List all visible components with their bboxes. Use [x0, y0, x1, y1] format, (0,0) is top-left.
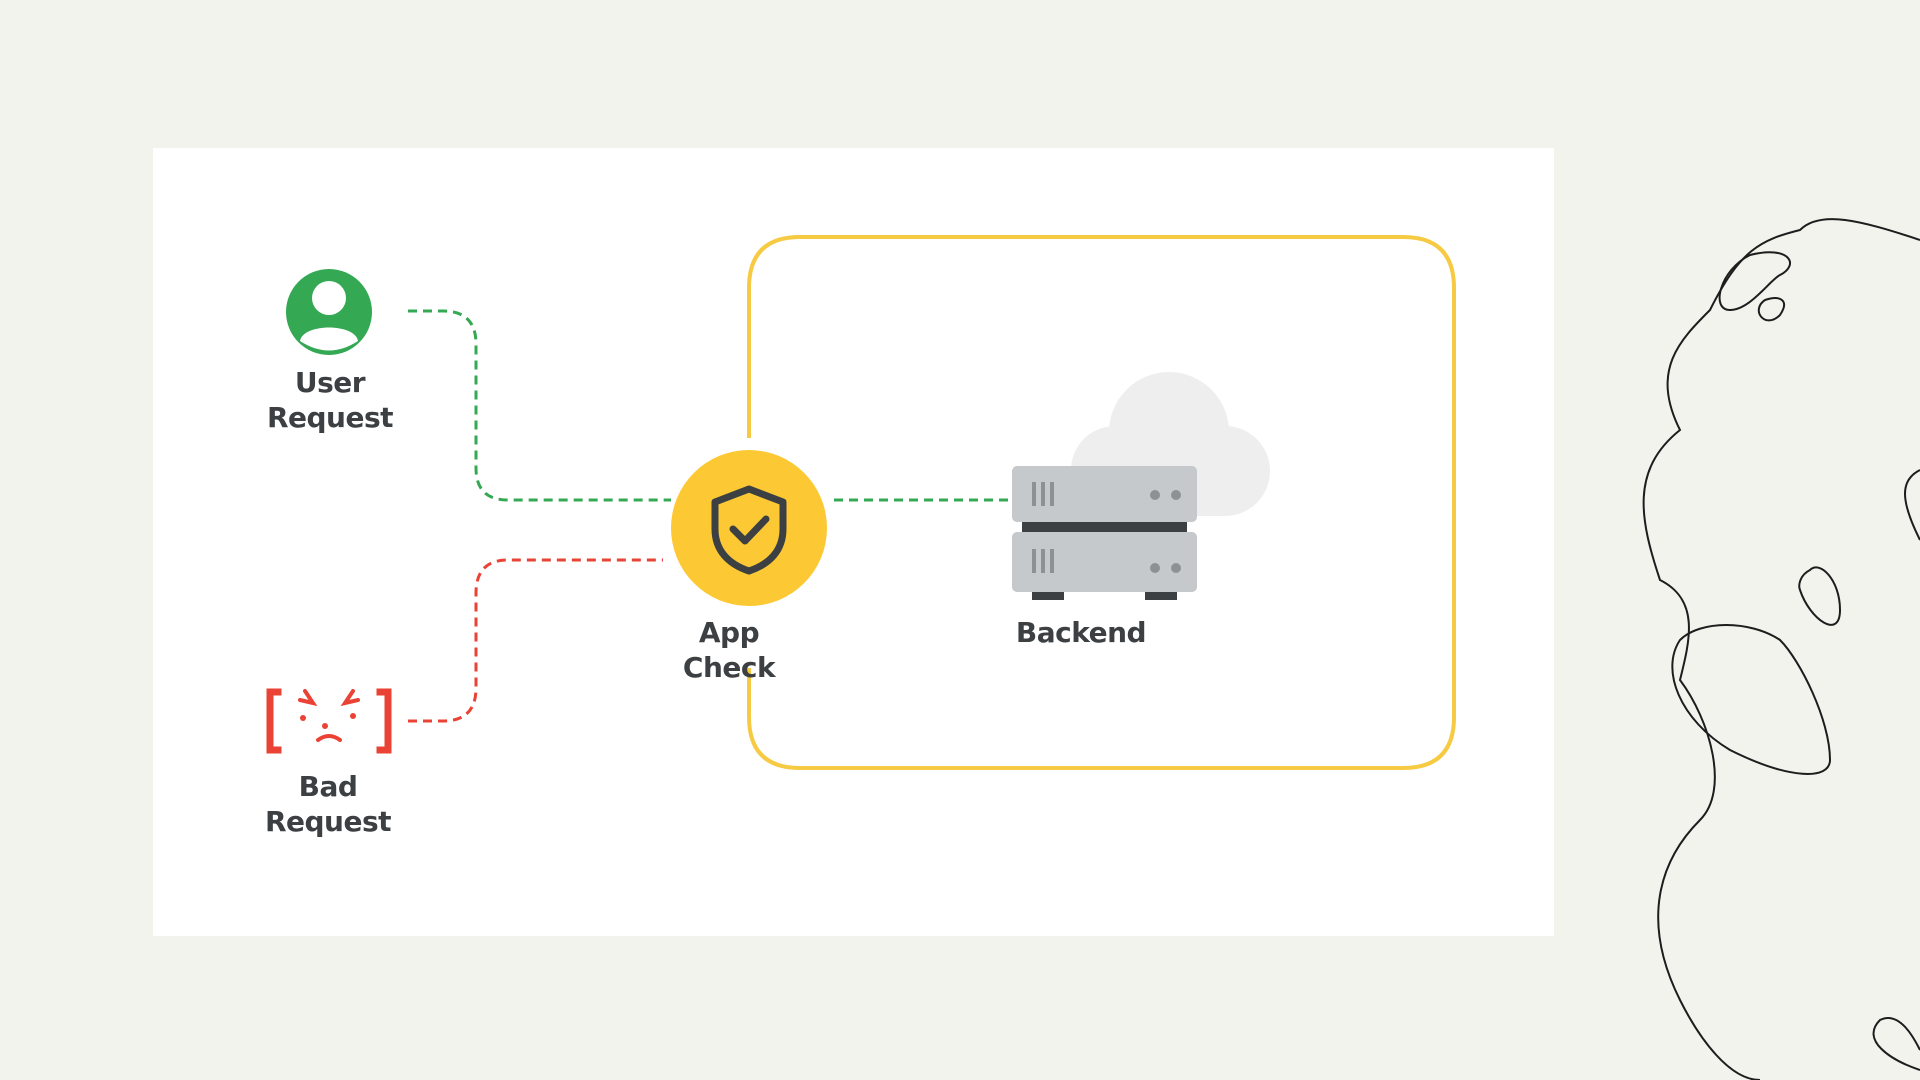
- bad-request-label-line1: Bad: [298, 770, 358, 803]
- app-check-label: App Check: [682, 616, 776, 684]
- user-request-label-line1: User: [294, 366, 366, 399]
- decorative-outline-shape: [1642, 218, 1920, 1080]
- user-request-label-line2: Request: [266, 401, 394, 434]
- bad-request-label-line2: Request: [264, 805, 392, 838]
- user-request-connector: [408, 309, 671, 502]
- user-avatar-icon: [286, 269, 372, 355]
- angry-face-bracket-icon: [266, 688, 392, 754]
- app-check-flow-diagram: [266, 235, 1456, 770]
- user-request-label: User Request: [245, 365, 415, 435]
- diagram-card: User Request Bad Request App Check Backe…: [153, 148, 1554, 936]
- protected-zone-outline: [747, 235, 1456, 770]
- server-stack-icon: [1012, 466, 1197, 600]
- shield-check-icon: [671, 450, 827, 606]
- bad-request-connector: [408, 558, 663, 723]
- bad-request-label: Bad Request: [245, 769, 411, 839]
- backend-label: Backend: [1015, 616, 1147, 649]
